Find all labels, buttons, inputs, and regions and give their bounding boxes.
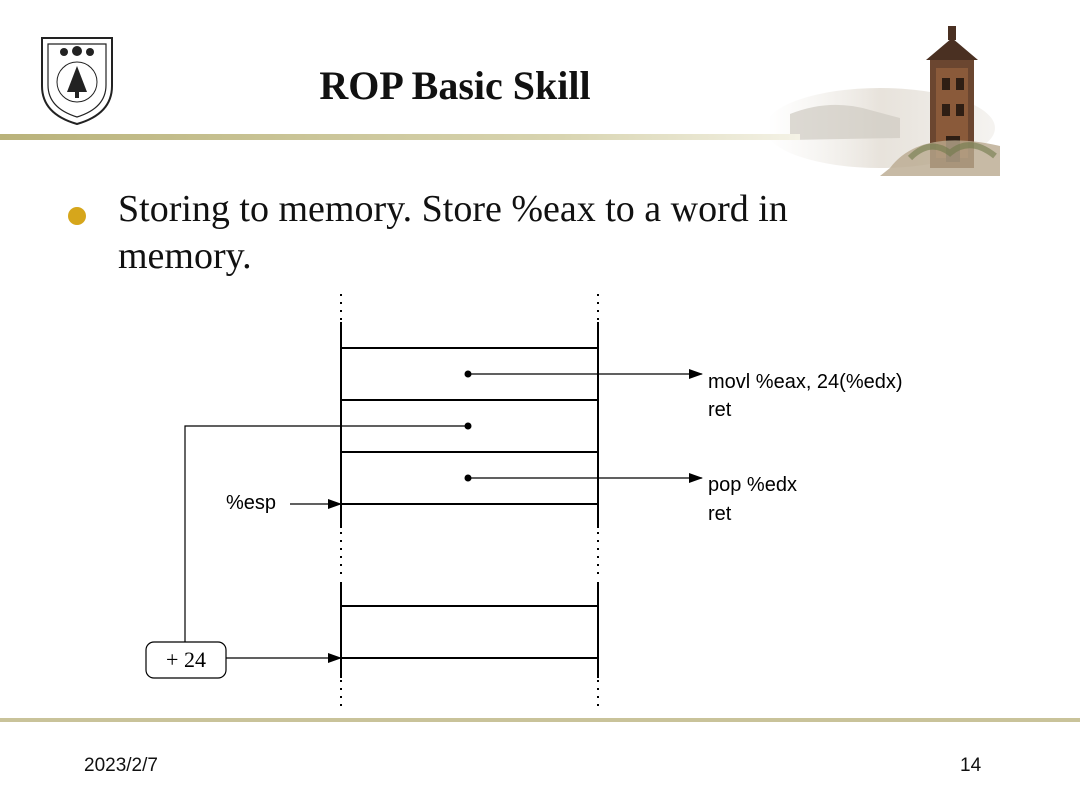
rop-stack-diagram: %esp + 24 movl %eax, 24(%edx) ret pop %e… [145, 294, 903, 712]
university-logo [41, 37, 113, 126]
offset-box [145, 641, 227, 679]
campus-building-image [770, 26, 1000, 176]
slide-date: 2023/2/7 [84, 755, 158, 776]
bullet-dot [68, 207, 86, 225]
gadget2-instruction: pop %edx [708, 474, 797, 496]
bullet-text: Storing to memory. Store %eax to a word … [118, 188, 788, 277]
footer-rule [0, 718, 1080, 722]
esp-label: %esp [226, 492, 276, 514]
data-pointer-arrow [180, 425, 468, 663]
offset-label: + 24 [166, 647, 206, 672]
gadget1-ret: ret [708, 399, 732, 421]
gadget1-instruction: movl %eax, 24(%edx) [708, 371, 903, 393]
title-underline [0, 134, 800, 140]
gadget2-ret: ret [708, 503, 732, 525]
slide-title: ROP Basic Skill [319, 63, 591, 108]
page-number: 14 [960, 755, 982, 776]
